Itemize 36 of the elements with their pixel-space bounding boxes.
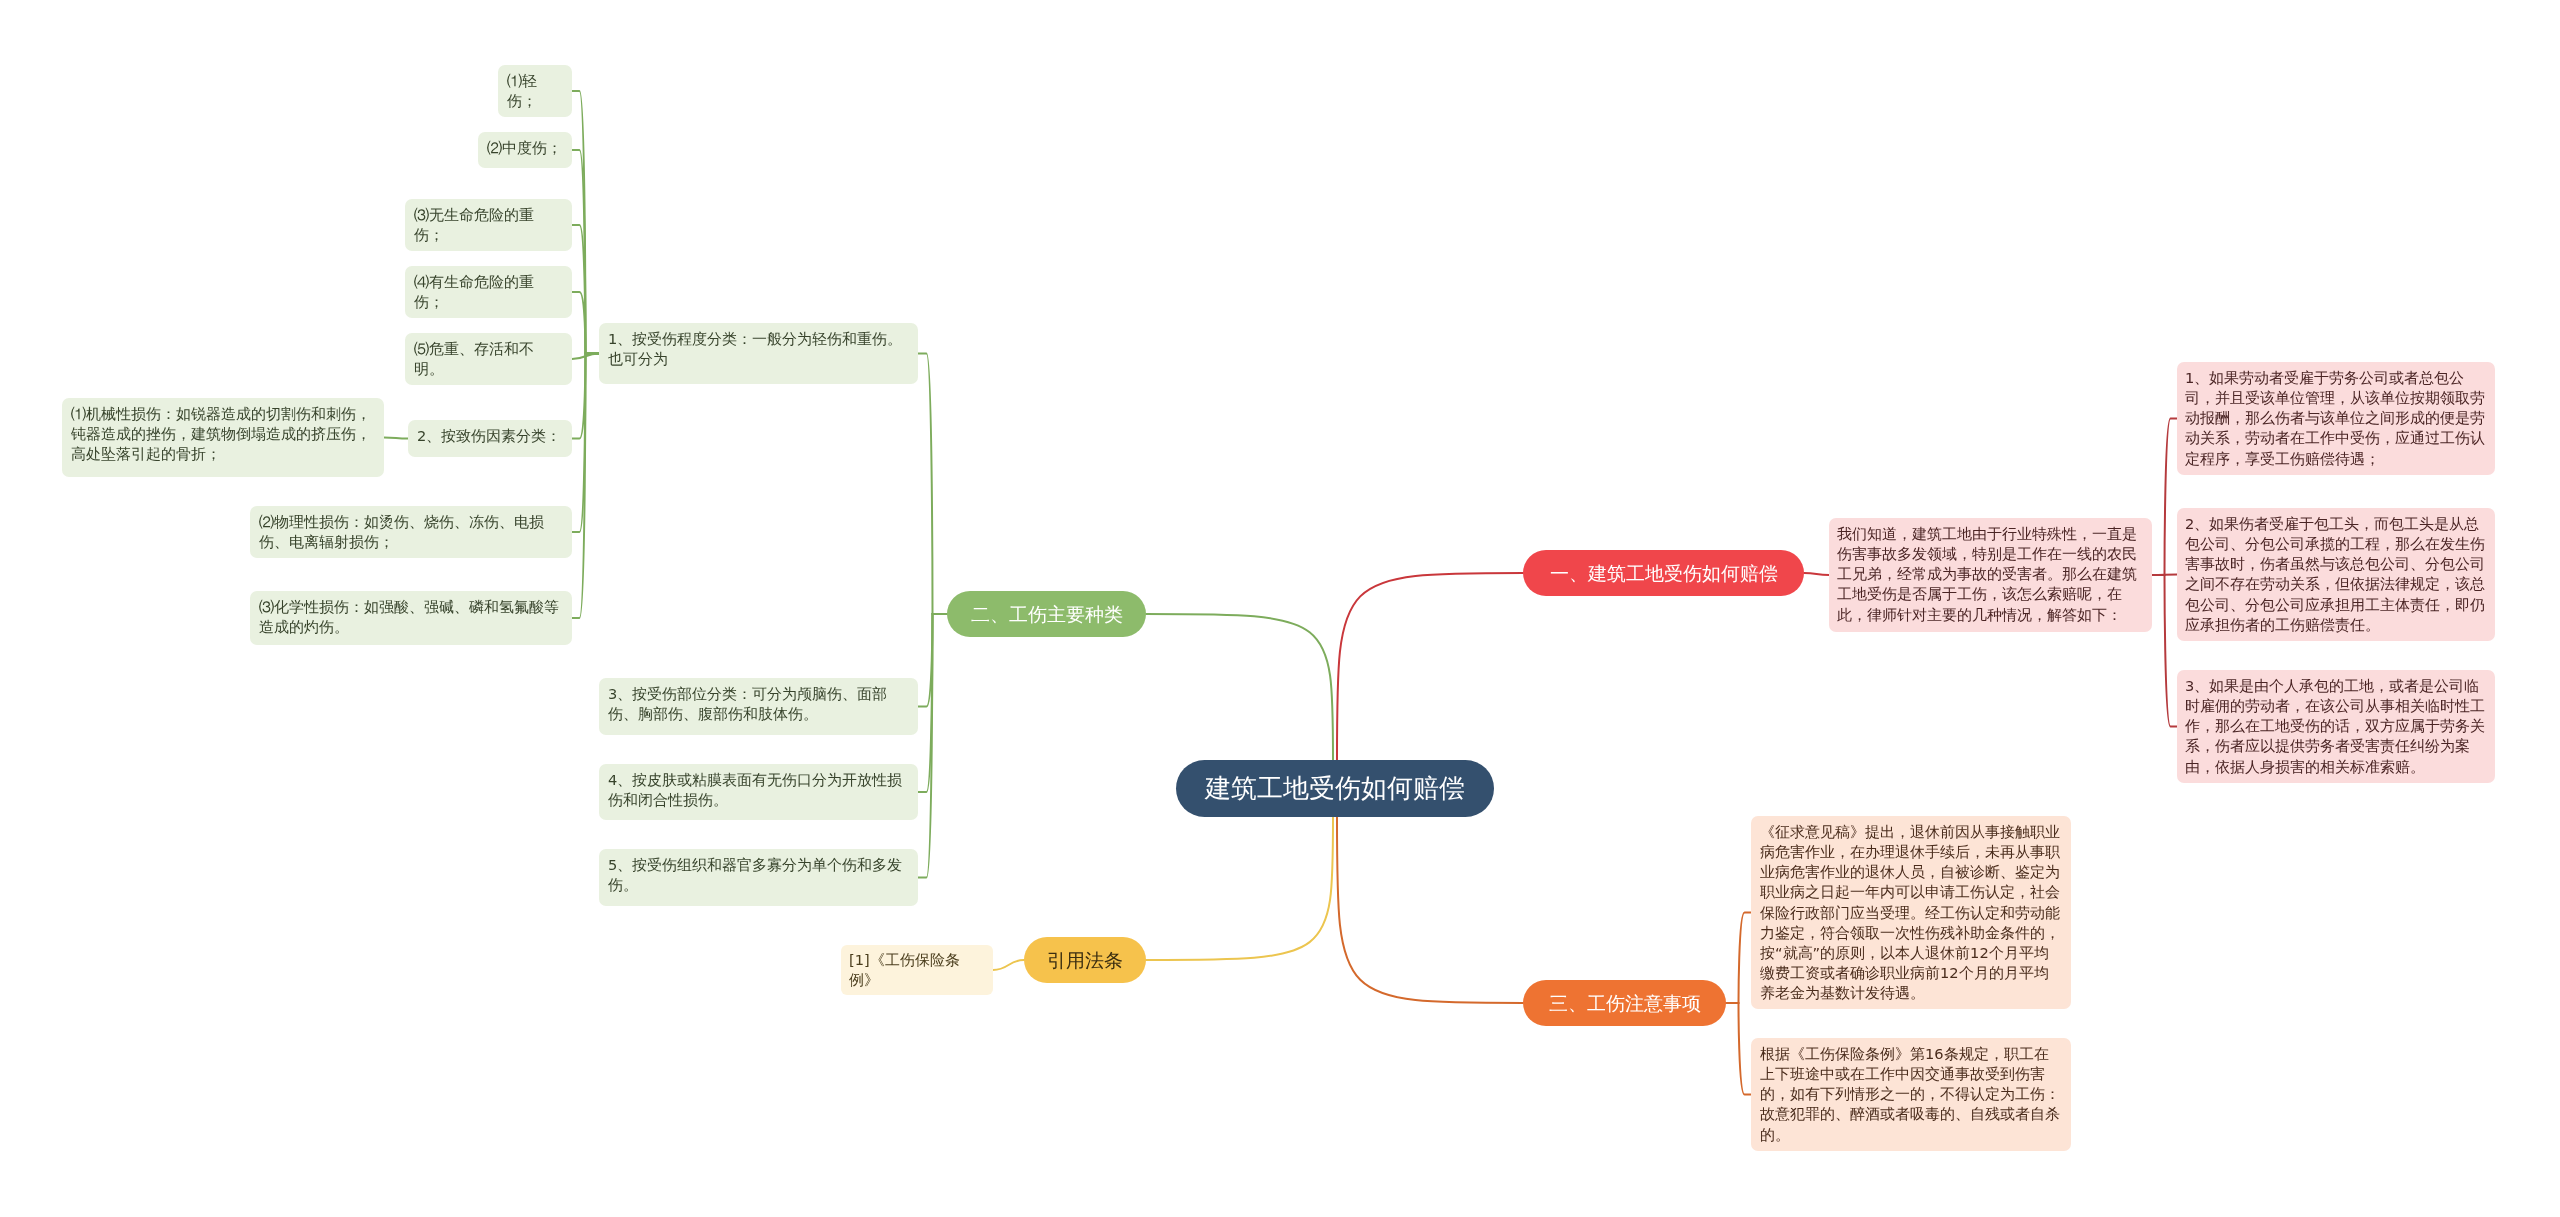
branch-topic: 二、工伤主要种类 [947,591,1146,637]
topic-box: ⑵中度伤； [478,132,572,168]
topic-box: [1]《工伤保险条例》 [841,945,993,996]
topic-box: 我们知道，建筑工地由于行业特殊性，一直是伤害事故多发领域，特别是工作在一线的农民工兄弟，经常成为事故的受害者。那么在建筑工地受伤是否属于工伤，该怎么索赔呢，在此，律师针对主要的几种情况，解答如下： [1829,518,2152,632]
branch-line [1336,572,1524,761]
topic-box: 2、按致伤因素分类： [408,420,572,457]
branch-line [1145,613,1334,761]
branch-line [917,613,948,879]
topic-box: 根据《工伤保险条例》第16条规定，职工在上下班途中或在工作中因交通事故受到伤害的，如有下列情形之一的，不得认定为工伤：故意犯罪的、醉酒或者吸毒的、自残或者自杀的。 [1751,1038,2071,1151]
topic-box: 2、如果伤者受雇于包工头，而包工头是从总包公司、分包公司承揽的工程，那么在发生伤害事故时，伤者虽然与该总包公司、分包公司之间不存在劳动关系，但依据法律规定，该总包公司、分包公司应承担用工主体责任，即仍应承担伤者的工伤赔偿责任。 [2177,508,2495,641]
branch-topic: 引用法条 [1024,937,1146,983]
topic-box: ⑷有生命危险的重伤； [405,266,572,319]
topic-box: 4、按皮肤或粘膜表面有无伤口分为开放性损伤和闭合性损伤。 [599,764,918,820]
branch-topic: 一、建筑工地受伤如何赔偿 [1523,550,1804,596]
branch-line [1725,1002,1752,1096]
topic-box: ⑵物理性损伤：如烫伤、烧伤、冻伤、电损伤、电离辐射损伤； [250,506,572,559]
topic-box: ⑸危重、存活和不明。 [405,333,572,386]
topic-box: 5、按受伤组织和器官多寡分为单个伤和多发伤。 [599,849,918,906]
topic-box: 3、如果是由个人承包的工地，或者是公司临时雇佣的劳动者，在该公司从事相关临时性工作，那么在工地受伤的话，双方应属于劳务关系，伤者应以提供劳务者受害责任纠纷为案由，依据人身损害的相关标准索赔。 [2177,670,2495,783]
topic-box: 《征求意见稿》提出，退休前因从事接触职业病危害作业，在办理退休手续后，未再从事职业病危害作业的退休人员，自被诊断、鉴定为职业病之日起一年内可以申请工伤认定，社会保险行政部门应当受理。经工伤认定和劳动能力鉴定，符合领取一次性伤残补助金条件的，按“就高”的原则，以本人退休前12个月平均缴费工资或者确诊职业病前12个月的月平均养老金为基数计发待遇。 [1751,816,2071,1010]
topic-box: ⑶无生命危险的重伤； [405,199,572,252]
branch-line [2151,574,2178,728]
branch-topic: 三、工伤注意事项 [1523,980,1726,1026]
branch-line [1336,816,1524,1004]
topic-box: 1、如果劳动者受雇于劳务公司或者总包公司，并且受该单位管理，从该单位按期领取劳动报酬，那么伤者与该单位之间形成的便是劳动关系，劳动者在工作中受伤，应通过工伤认定程序，享受工伤赔偿待遇； [2177,362,2495,475]
topic-box: ⑴轻伤； [498,65,572,118]
topic-box: 1、按受伤程度分类：一般分为轻伤和重伤。也可分为 [599,323,918,384]
branch-line [992,959,1025,971]
branch-line [1145,816,1334,961]
branch-line [571,352,600,619]
branch-line [1803,572,1830,576]
topic-box: ⑶化学性损伤：如强酸、强碱、磷和氢氟酸等造成的灼伤。 [250,591,572,645]
central-topic: 建筑工地受伤如何赔偿 [1176,760,1494,817]
branch-line [383,436,409,440]
topic-box: ⑴机械性损伤：如锐器造成的切割伤和刺伤，钝器造成的挫伤，建筑物倒塌造成的挤压伤，高处坠落引起的骨折； [62,398,384,477]
topic-box: 3、按受伤部位分类：可分为颅脑伤、面部伤、胸部伤、腹部伤和肢体伤。 [599,678,918,735]
